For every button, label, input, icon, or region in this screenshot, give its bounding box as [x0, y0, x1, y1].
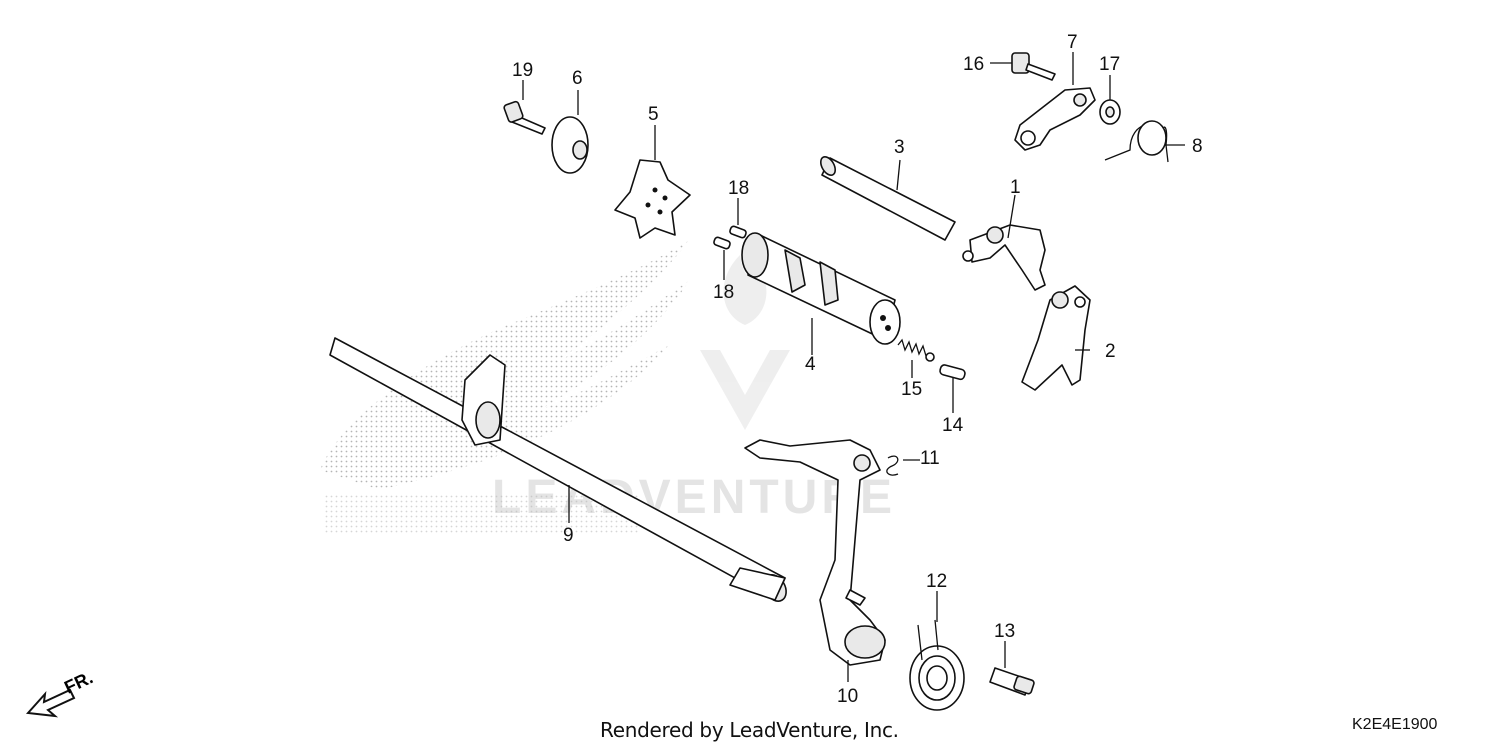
part-label-4: 4	[805, 354, 816, 375]
part-label-18b: 18	[713, 282, 734, 303]
bolt-16	[1011, 52, 1056, 81]
shift-arm	[744, 439, 886, 666]
part-label-8: 8	[1192, 136, 1203, 157]
part-label-16: 16	[963, 54, 984, 75]
collar-17	[1099, 99, 1121, 125]
honda-wing-watermark	[320, 240, 690, 535]
render-credit: Rendered by LeadVenture, Inc.	[600, 718, 899, 742]
shift-fork-2	[1021, 285, 1091, 391]
shift-drum	[741, 232, 901, 345]
part-label-17: 17	[1099, 54, 1120, 75]
part-label-18a: 18	[728, 178, 749, 199]
fork-shaft	[819, 156, 956, 241]
stopper-spring	[1104, 120, 1169, 163]
return-spring	[909, 619, 965, 711]
pin-14	[939, 364, 966, 381]
pin-bolt-13	[989, 667, 1035, 696]
part-label-5: 5	[648, 104, 659, 125]
gearshift-spindle	[329, 337, 787, 602]
part-label-1: 1	[1010, 177, 1021, 198]
diagram-code: K2E4E1900	[1352, 716, 1438, 733]
part-label-7: 7	[1067, 32, 1078, 53]
part-label-3: 3	[894, 137, 905, 158]
spring-11	[886, 455, 899, 476]
part-label-15: 15	[901, 379, 922, 400]
washer-plate	[551, 116, 589, 174]
part-label-11: 11	[920, 448, 940, 469]
part-label-14: 14	[942, 415, 964, 436]
part-label-10: 10	[837, 686, 858, 707]
bolt-19	[503, 100, 546, 135]
part-label-19: 19	[512, 60, 533, 81]
part-label-13: 13	[994, 621, 1015, 642]
part-label-6: 6	[572, 68, 583, 89]
stopper-arm	[1014, 87, 1096, 151]
part-label-12: 12	[926, 571, 947, 592]
spring-15	[897, 338, 935, 362]
part-label-9: 9	[563, 525, 574, 546]
front-direction-arrow-icon: FR.	[25, 667, 96, 718]
shift-fork-1	[962, 224, 1046, 291]
leader-lines	[522, 52, 1185, 682]
drum-center-plate	[614, 159, 691, 239]
part-label-2: 2	[1105, 341, 1116, 362]
dowel-pins	[713, 225, 747, 250]
